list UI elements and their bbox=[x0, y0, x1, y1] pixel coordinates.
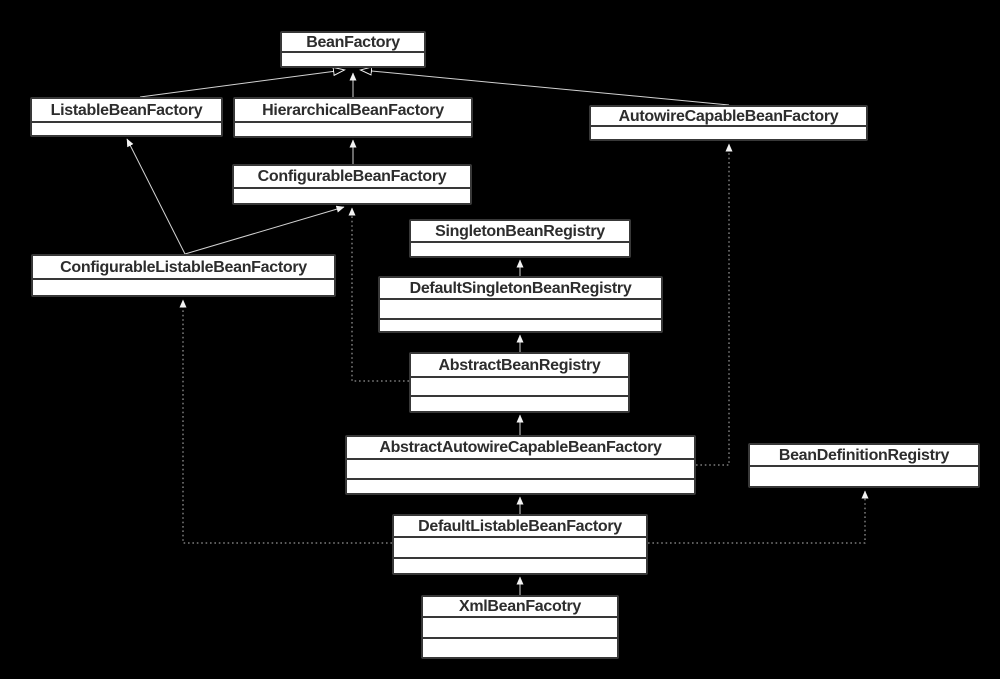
empty-compartment bbox=[411, 395, 628, 411]
edge-defaultlistablebeanfactory-to-configurablelistablebeanfactory bbox=[179, 299, 392, 544]
empty-compartment bbox=[235, 121, 471, 136]
empty-compartment bbox=[423, 637, 617, 657]
class-node-abstractautowirecapablebeanfactory: AbstractAutowireCapableBeanFactory bbox=[345, 435, 696, 495]
empty-compartment bbox=[750, 465, 978, 486]
class-node-configurablelistablebeanfactory: ConfigurableListableBeanFactory bbox=[31, 254, 336, 297]
empty-compartment bbox=[282, 51, 424, 66]
class-node-xmlbeanfacotry: XmlBeanFacotry bbox=[421, 595, 619, 659]
class-name-label: BeanDefinitionRegistry bbox=[778, 446, 950, 464]
class-name-label: BeanFactory bbox=[306, 33, 400, 51]
class-node-singletonbeanregistry: SingletonBeanRegistry bbox=[409, 219, 631, 258]
edge-defaultlistablebeanfactory-to-beandefinitionregistry bbox=[648, 490, 869, 544]
class-node-hierarchicalbeanfactory: HierarchicalBeanFactory bbox=[233, 97, 473, 138]
class-name-label: AbstractAutowireCapableBeanFactory bbox=[379, 439, 662, 456]
class-name-label: AutowireCapableBeanFactory bbox=[618, 107, 839, 125]
class-node-defaultsingletonbeanregistry: DefaultSingletonBeanRegistry bbox=[378, 276, 663, 333]
edge-abstractautowirecapablebeanfactory-to-autowirecapablebeanfactory bbox=[696, 143, 733, 466]
empty-compartment bbox=[347, 477, 694, 493]
class-node-configurablebeanfactory: ConfigurableBeanFactory bbox=[232, 164, 472, 205]
edge-configurablelistablebeanfactory-to-configurablebeanfactory bbox=[184, 205, 345, 255]
class-node-beanfactory: BeanFactory bbox=[280, 31, 426, 68]
class-name-label: ConfigurableListableBeanFactory bbox=[60, 258, 307, 276]
class-node-beandefinitionregistry: BeanDefinitionRegistry bbox=[748, 443, 980, 488]
class-name-label: ConfigurableBeanFactory bbox=[257, 168, 447, 185]
edge-autowirecapablebeanfactory-to-beanfactory bbox=[361, 70, 730, 106]
class-name-label: HierarchicalBeanFactory bbox=[262, 101, 444, 119]
edge-configurablelistablebeanfactory-to-listablebeanfactory bbox=[126, 138, 186, 255]
empty-compartment bbox=[423, 616, 617, 637]
class-node-listablebeanfactory: ListableBeanFactory bbox=[30, 97, 223, 137]
empty-compartment bbox=[411, 241, 629, 256]
empty-compartment bbox=[380, 298, 661, 318]
empty-compartment bbox=[234, 187, 470, 203]
empty-compartment bbox=[33, 278, 334, 295]
empty-compartment bbox=[32, 121, 221, 135]
class-name-label: DefaultSingletonBeanRegistry bbox=[409, 279, 632, 297]
class-name-label: AbstractBeanRegistry bbox=[438, 356, 601, 374]
class-name-label: DefaultListableBeanFactory bbox=[418, 517, 622, 535]
empty-compartment bbox=[394, 556, 646, 573]
edge-listablebeanfactory-to-beanfactory bbox=[139, 70, 344, 98]
class-node-defaultlistablebeanfactory: DefaultListableBeanFactory bbox=[392, 514, 648, 575]
empty-compartment bbox=[591, 125, 866, 139]
class-name-label: XmlBeanFacotry bbox=[458, 598, 582, 615]
empty-compartment bbox=[411, 376, 628, 395]
class-name-label: SingletonBeanRegistry bbox=[435, 222, 605, 240]
class-name-label: ListableBeanFactory bbox=[50, 101, 203, 119]
class-node-autowirecapablebeanfactory: AutowireCapableBeanFactory bbox=[589, 105, 868, 141]
class-node-abstractbeanregistry: AbstractBeanRegistry bbox=[409, 352, 630, 413]
empty-compartment bbox=[380, 317, 661, 331]
empty-compartment bbox=[347, 458, 694, 478]
empty-compartment bbox=[394, 536, 646, 557]
edge-abstractbeanregistry-to-configurablebeanfactory bbox=[348, 207, 409, 382]
